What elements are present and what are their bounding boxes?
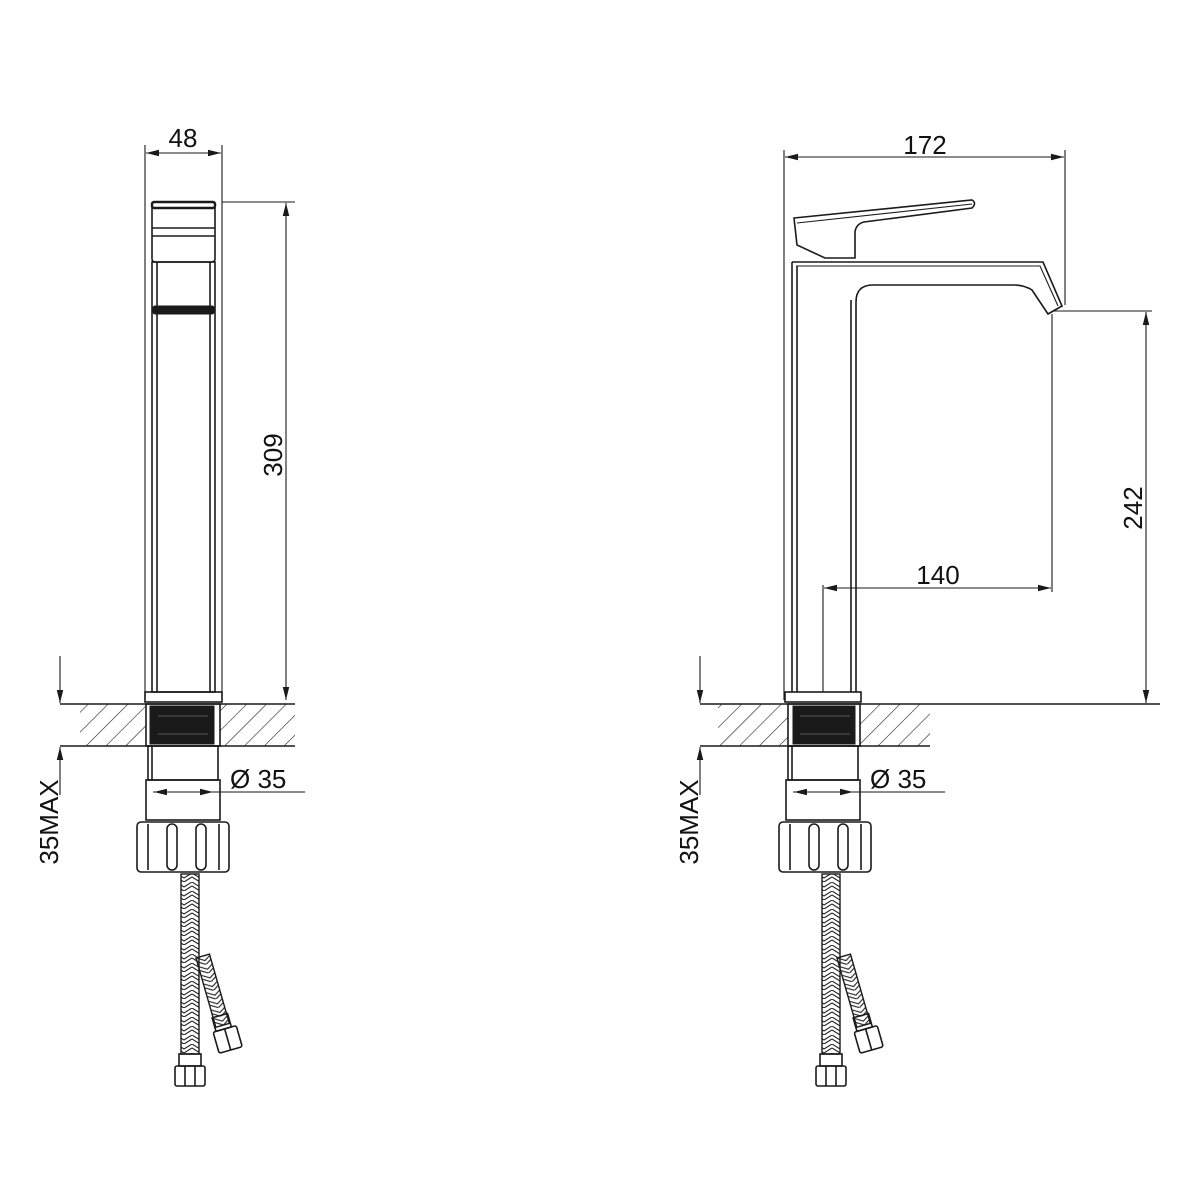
countertop-section-side [700, 703, 1160, 747]
dimension-deck-thickness-side: 35MAX [674, 656, 704, 865]
dim-label-diameter-side: Ø 35 [870, 764, 926, 794]
front-view: 48 309 [34, 123, 305, 1087]
side-view: 172 140 242 [674, 130, 1160, 1087]
dimension-spout-height: 242 [1052, 310, 1152, 703]
dimension-hole-diameter-side: Ø 35 [793, 764, 945, 796]
dim-label-48: 48 [169, 123, 198, 153]
tap-body-front [144, 200, 223, 703]
dimension-overall-height: 309 [222, 201, 295, 700]
dim-label-35max: 35MAX [34, 779, 64, 864]
dim-label-242: 242 [1118, 486, 1148, 529]
mounting-nut-side [778, 745, 872, 873]
dim-label-309: 309 [258, 433, 288, 476]
mounting-nut-front [136, 745, 230, 873]
countertop-section-front [60, 703, 295, 747]
dimension-spout-reach: 140 [822, 314, 1053, 692]
dim-label-diameter: Ø 35 [230, 764, 286, 794]
dimension-hole-diameter: Ø 35 [153, 764, 305, 796]
braided-hoses-front [174, 873, 243, 1087]
dimension-body-width: 48 [144, 123, 223, 700]
tap-body-side [784, 261, 1064, 703]
dim-label-172: 172 [903, 130, 946, 160]
dimension-overall-depth: 172 [783, 130, 1066, 700]
dimension-deck-thickness: 35MAX [34, 656, 64, 865]
dim-label-35max-side: 35MAX [674, 779, 704, 864]
braided-hoses-side [815, 873, 884, 1087]
lever-handle [793, 199, 976, 259]
dim-label-140: 140 [916, 560, 959, 590]
